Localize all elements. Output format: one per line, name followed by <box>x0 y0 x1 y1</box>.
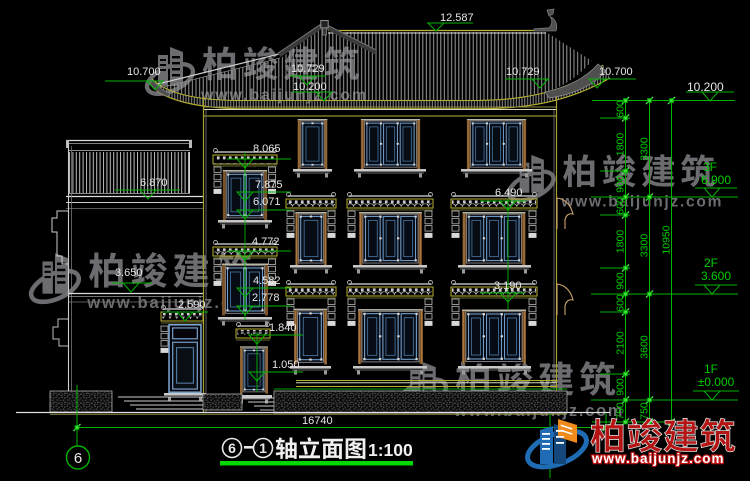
svg-text:3300: 3300 <box>639 137 651 161</box>
svg-text:6: 6 <box>74 450 82 467</box>
svg-text:1F: 1F <box>704 362 718 376</box>
svg-text:3300: 3300 <box>639 234 651 258</box>
svg-text:2F: 2F <box>704 256 718 270</box>
svg-text:10.700: 10.700 <box>127 66 161 78</box>
svg-text:1.050: 1.050 <box>272 359 300 371</box>
svg-text:6.071: 6.071 <box>253 196 281 208</box>
svg-text:2.778: 2.778 <box>252 292 280 304</box>
svg-text:2.590: 2.590 <box>178 299 206 311</box>
svg-text:1800: 1800 <box>615 230 627 254</box>
svg-text:600: 600 <box>615 197 627 215</box>
svg-text:10.200: 10.200 <box>293 81 327 93</box>
svg-text:10.729: 10.729 <box>291 63 325 75</box>
svg-text:1.840: 1.840 <box>269 322 297 334</box>
svg-text:3.190: 3.190 <box>494 280 522 292</box>
svg-text:6: 6 <box>228 440 236 456</box>
svg-text:6.870: 6.870 <box>140 177 168 189</box>
svg-text:3600: 3600 <box>639 335 651 359</box>
svg-text:1:100: 1:100 <box>368 440 413 460</box>
svg-text:10.700: 10.700 <box>599 66 633 78</box>
svg-text:7.875: 7.875 <box>255 179 283 191</box>
svg-text:900: 900 <box>615 378 627 396</box>
svg-text:3F: 3F <box>703 160 717 174</box>
svg-text:2100: 2100 <box>615 331 627 355</box>
svg-text:3.650: 3.650 <box>115 267 143 279</box>
svg-text:4.772: 4.772 <box>252 236 280 248</box>
svg-text:900: 900 <box>615 272 627 290</box>
svg-text:10.729: 10.729 <box>506 66 540 78</box>
svg-text:10950: 10950 <box>661 225 673 254</box>
svg-text:www.baijunjz.com: www.baijunjz.com <box>591 451 725 466</box>
svg-text:900: 900 <box>615 175 627 193</box>
svg-text:16740: 16740 <box>302 415 333 427</box>
svg-text:8.065: 8.065 <box>253 143 281 155</box>
svg-text:6.900: 6.900 <box>701 173 731 187</box>
svg-text:10.200: 10.200 <box>687 80 724 94</box>
svg-text:600: 600 <box>615 294 627 312</box>
svg-text:±0.000: ±0.000 <box>698 375 735 389</box>
svg-text:1: 1 <box>259 440 267 456</box>
svg-text:4.582: 4.582 <box>253 275 281 287</box>
svg-text:6.490: 6.490 <box>495 187 523 199</box>
svg-text:3.600: 3.600 <box>701 269 731 283</box>
svg-text:750: 750 <box>639 402 651 420</box>
svg-text:12.587: 12.587 <box>440 12 474 24</box>
svg-text:600: 600 <box>615 100 627 118</box>
svg-text:1800: 1800 <box>615 133 627 157</box>
svg-text:750: 750 <box>615 402 627 420</box>
